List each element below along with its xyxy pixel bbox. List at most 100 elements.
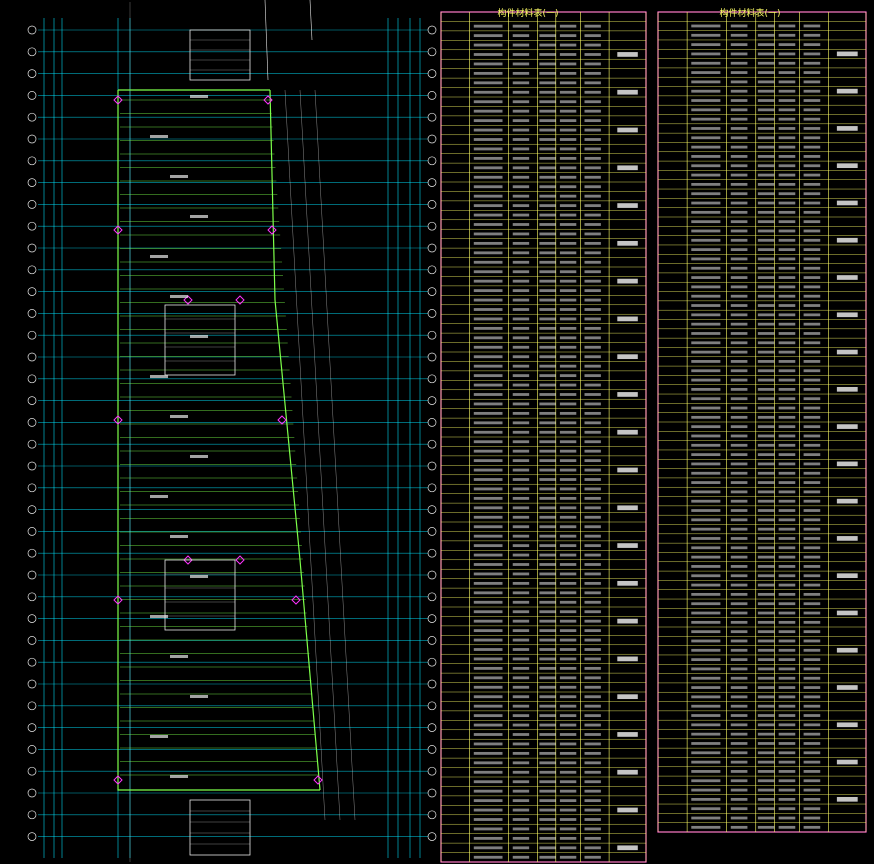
table-cell-text [778,136,796,140]
table-cell-text [584,733,601,736]
table-cell-text [512,279,530,283]
table-cell-text [473,808,503,812]
table-cell-text [559,251,577,255]
table-cell-text [803,816,821,820]
table-cell-text [757,481,775,484]
table-cell-text [512,166,530,170]
table-cell-text [512,553,530,557]
table-cell-text [730,229,748,233]
table-cell-text [473,223,503,226]
table-cell-text [730,89,748,93]
grid-bubble-left [27,287,37,296]
table-cell-text [539,62,556,66]
table-cell-text [691,257,721,261]
table-cell-text [730,285,748,289]
table-cell-text [473,90,503,94]
table-remark-cell [836,759,858,765]
table-cell-text [691,369,721,373]
table-cell-text [473,657,503,661]
table-cell-text [539,799,556,803]
table-cell-text [730,80,748,84]
table-cell-text [539,232,556,236]
table-cell-text [691,201,721,205]
table-cell-text [539,241,556,245]
table-cell-text [473,695,503,699]
table-cell-text [584,742,601,746]
table-cell-text [691,24,721,28]
table-cell-text [757,537,775,540]
table-cell-text [730,788,748,792]
table-cell-text [757,742,775,745]
table-cell-text [584,751,601,755]
column-marker [183,555,193,565]
table-remark-cell [836,312,858,318]
table-cell-text [803,592,821,596]
table-cell-text [584,213,601,217]
table-cell-text [730,574,748,578]
table-cell-text [539,619,556,623]
table-cell-text [559,204,577,208]
table-cell-text [778,220,796,224]
table-cell-text [691,127,721,130]
table-cell-text [584,289,601,293]
table-cell-text [803,742,821,745]
table-cell-text [778,658,796,662]
table-cell-text [539,761,556,765]
table-cell-text [559,525,577,529]
table-remark-cell [617,52,638,57]
table-cell-text [539,789,556,793]
table-cell-text [757,732,775,736]
table-cell-text [803,443,821,447]
table-cell-text [584,827,601,831]
table-cell-text [803,313,821,317]
table-cell-text [691,332,721,335]
table-cell-text [584,90,601,94]
table-cell-text [778,332,796,335]
table-cell-text [584,317,601,321]
table-cell-text [473,100,503,104]
table-cell-text [584,194,601,198]
table-cell-text [539,147,556,151]
table-remark-cell [836,573,858,579]
table-remark-cell [617,165,638,171]
table-cell-text [730,779,748,783]
table-cell-text [539,638,556,642]
slanted-band-line [299,89,341,821]
table-cell-text [730,546,748,550]
table-remark-cell [617,240,638,246]
grid-bubble-right [427,548,437,558]
table-cell-text [584,676,601,680]
table-cell-text [730,630,748,634]
table-cell-text [584,553,601,557]
table-cell-text [778,285,796,289]
table-cell-text [559,600,577,604]
table-cell-text [512,289,530,293]
grid-bubble-left [27,309,37,318]
slanted-band-line [284,89,326,821]
table-cell-text [559,232,577,236]
beam-label [190,215,208,218]
table-cell-text [778,387,796,391]
table-cell-text [539,270,556,274]
table-cell-text [757,797,775,801]
table-cell-text [691,602,721,606]
table-cell-text [757,565,775,568]
table-cell-text [778,127,796,130]
table-cell-text [730,443,748,447]
table-cell-text [778,43,796,47]
table-cell-text [757,229,775,233]
table-cell-text [691,397,721,401]
table-cell-text [778,276,796,279]
table-cell-text [559,326,577,330]
table-cell-text [539,836,556,840]
grid-bubble-right [427,636,437,645]
table-cell-text [778,742,796,745]
table-cell-text [757,620,775,624]
table-cell-text [803,807,821,811]
grid-bubble-left [27,265,37,275]
table-cell-text [757,425,775,429]
table-cell-text [691,695,721,699]
table-cell-text [757,332,775,335]
column-marker [113,595,123,605]
table-remark-cell [617,732,638,737]
